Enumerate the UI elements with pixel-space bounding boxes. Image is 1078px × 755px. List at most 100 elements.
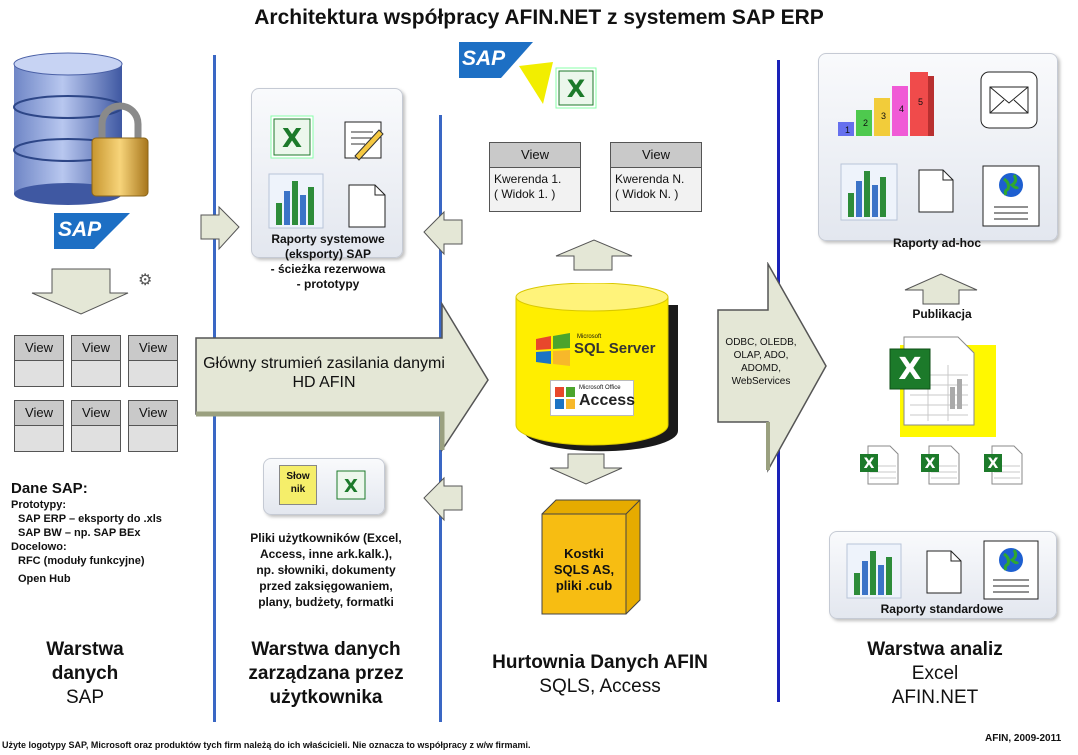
view-header: View bbox=[15, 401, 63, 426]
adhoc-label: Raporty ad-hoc bbox=[892, 236, 981, 250]
view-header: View bbox=[129, 336, 177, 361]
slownik-line1: Słow bbox=[286, 471, 310, 482]
sap-view-1[interactable]: View bbox=[14, 335, 64, 387]
excel-sheet-icon: X bbox=[889, 336, 975, 426]
svg-text:X: X bbox=[344, 476, 358, 497]
layer-sap-line3: SAP bbox=[65, 687, 105, 708]
down-arrow-center bbox=[549, 453, 623, 485]
diagram-title: Architektura współpracy AFIN.NET z syste… bbox=[254, 6, 824, 29]
sap-logo-top: X bbox=[459, 42, 597, 109]
query-1-header: View bbox=[490, 143, 580, 168]
cube-line2: SQLS AS, bbox=[553, 562, 615, 577]
layer-dwh-line1: Hurtownia Danych AFIN bbox=[492, 652, 708, 673]
svg-text:X: X bbox=[988, 456, 999, 472]
access-logo-box bbox=[550, 380, 634, 416]
bar-chart-icon bbox=[846, 543, 902, 599]
query-1-line1: Kwerenda 1. bbox=[494, 172, 562, 186]
dane-line-1: Prototypy: bbox=[11, 499, 66, 511]
publikacja-label: Publikacja bbox=[912, 307, 972, 321]
svg-text:X: X bbox=[864, 456, 875, 472]
step-4: 4 bbox=[899, 104, 905, 114]
system-reports-line1: Raporty systemowe bbox=[271, 232, 385, 246]
main-stream-line1: Główny strumień zasilania danymi bbox=[203, 355, 445, 372]
globe-document-icon bbox=[983, 540, 1039, 600]
excel-file-icon[interactable]: X bbox=[919, 444, 961, 486]
svg-text:X: X bbox=[567, 75, 586, 103]
dane-line-2: SAP ERP – eksporty do .xls bbox=[18, 513, 162, 525]
sap-logo bbox=[54, 213, 130, 249]
user-files-text: Pliki użytkowników (Excel, Access, inne … bbox=[228, 530, 424, 610]
database-lock-icon bbox=[13, 52, 149, 205]
main-stream-text: Główny strumień zasilania danymi HD AFIN bbox=[200, 354, 448, 392]
dane-line-3: SAP BW – np. SAP BEx bbox=[18, 527, 141, 539]
layer-sap: Warstwa danych SAP bbox=[20, 638, 150, 710]
svg-text:X: X bbox=[898, 352, 921, 387]
main-stream-line2: HD AFIN bbox=[292, 374, 356, 391]
windows-flag-icon bbox=[536, 333, 570, 366]
user-files-line1: Pliki użytkowników (Excel, bbox=[250, 531, 402, 545]
system-reports-text: Raporty systemowe (eksporty) SAP - ścież… bbox=[248, 232, 408, 292]
dane-sap-title: Dane SAP: bbox=[11, 480, 88, 497]
user-files-line2: Access, inne ark.kalk.), bbox=[259, 547, 393, 561]
system-reports-line3: - ścieżka rezerwowa bbox=[270, 262, 386, 276]
user-files-line4: przed zaksięgowaniem, bbox=[259, 579, 393, 593]
layer-dwh: Hurtownia Danych AFIN SQLS, Access bbox=[460, 651, 740, 699]
sql-small-label: Microsoft bbox=[577, 334, 602, 340]
dane-line-5: RFC (moduły funkcyjne) bbox=[18, 555, 145, 567]
document-icon bbox=[918, 169, 954, 213]
sap-logo-top-text: SAP bbox=[462, 47, 506, 70]
system-reports-line4: - prototypy bbox=[296, 277, 360, 291]
sap-view-6[interactable]: View bbox=[128, 400, 178, 452]
user-files-line3: np. słowniki, dokumenty bbox=[256, 563, 396, 577]
query-1-line2: ( Widok 1. ) bbox=[494, 187, 556, 201]
connector-line1: ODBC, OLEDB, bbox=[725, 337, 797, 348]
down-arrow-left bbox=[31, 268, 129, 315]
mail-icon[interactable] bbox=[980, 71, 1038, 129]
access-small-label: Microsoft Office bbox=[579, 385, 621, 391]
chevron-arrow-1 bbox=[200, 205, 240, 251]
standard-reports-label: Raporty standardowe bbox=[880, 602, 1004, 616]
excel-file-icon[interactable]: X bbox=[982, 444, 1024, 486]
sap-view-2[interactable]: View bbox=[71, 335, 121, 387]
layer-user-line2: zarządzana przez bbox=[248, 663, 404, 684]
up-arrow-right bbox=[904, 273, 978, 305]
gear-icon[interactable]: ⚙ bbox=[138, 272, 153, 289]
connector-arrow bbox=[717, 262, 827, 473]
bar-chart-icon bbox=[840, 163, 898, 221]
layer-sap-line2: danych bbox=[51, 663, 119, 684]
footer-disclaimer: Użyte logotypy SAP, Microsoft oraz produ… bbox=[2, 740, 531, 750]
slownik-line2: nik bbox=[290, 484, 306, 495]
sap-view-4[interactable]: View bbox=[14, 400, 64, 452]
view-header: View bbox=[129, 401, 177, 426]
office-logo-icon bbox=[555, 387, 575, 409]
layer-user: Warstwa danych zarządzana przez użytkown… bbox=[226, 638, 426, 710]
cube-line3: pliki .cub bbox=[555, 578, 613, 593]
sql-database-cylinder bbox=[515, 283, 678, 452]
cube-text: Kostki SQLS AS, pliki .cub bbox=[542, 546, 626, 594]
excel-file-icon[interactable]: X bbox=[858, 444, 900, 486]
sap-view-5[interactable]: View bbox=[71, 400, 121, 452]
layer-dwh-line2: SQLS, Access bbox=[539, 676, 661, 697]
connector-text: ODBC, OLEDB, OLAP, ADO, ADOMD, WebServic… bbox=[718, 336, 804, 388]
cube-line1: Kostki bbox=[564, 546, 604, 561]
view-header: View bbox=[72, 401, 120, 426]
step-1: 1 bbox=[845, 125, 851, 135]
step-5: 5 bbox=[918, 97, 924, 107]
layer-sap-line1: Warstwa bbox=[46, 639, 124, 660]
edit-document-icon bbox=[344, 121, 384, 161]
connector-line4: WebServices bbox=[731, 376, 791, 387]
system-reports-line2: (eksporty) SAP bbox=[284, 247, 372, 261]
query-n-line2: ( Widok N. ) bbox=[615, 187, 679, 201]
slownik-box[interactable]: Słow nik bbox=[279, 465, 317, 505]
layer-user-line1: Warstwa danych bbox=[251, 639, 401, 660]
sap-view-3[interactable]: View bbox=[128, 335, 178, 387]
main-stream-arrow bbox=[195, 302, 489, 453]
bar-chart-icon bbox=[268, 173, 324, 229]
chevron-arrow-3 bbox=[423, 476, 463, 522]
connector-line3: ADOMD, bbox=[741, 363, 781, 374]
query-1-box[interactable]: View Kwerenda 1. ( Widok 1. ) bbox=[489, 142, 581, 212]
document-icon bbox=[926, 550, 962, 594]
query-n-box[interactable]: View Kwerenda N. ( Widok N. ) bbox=[610, 142, 702, 212]
step-2: 2 bbox=[863, 118, 869, 128]
view-header: View bbox=[15, 336, 63, 361]
